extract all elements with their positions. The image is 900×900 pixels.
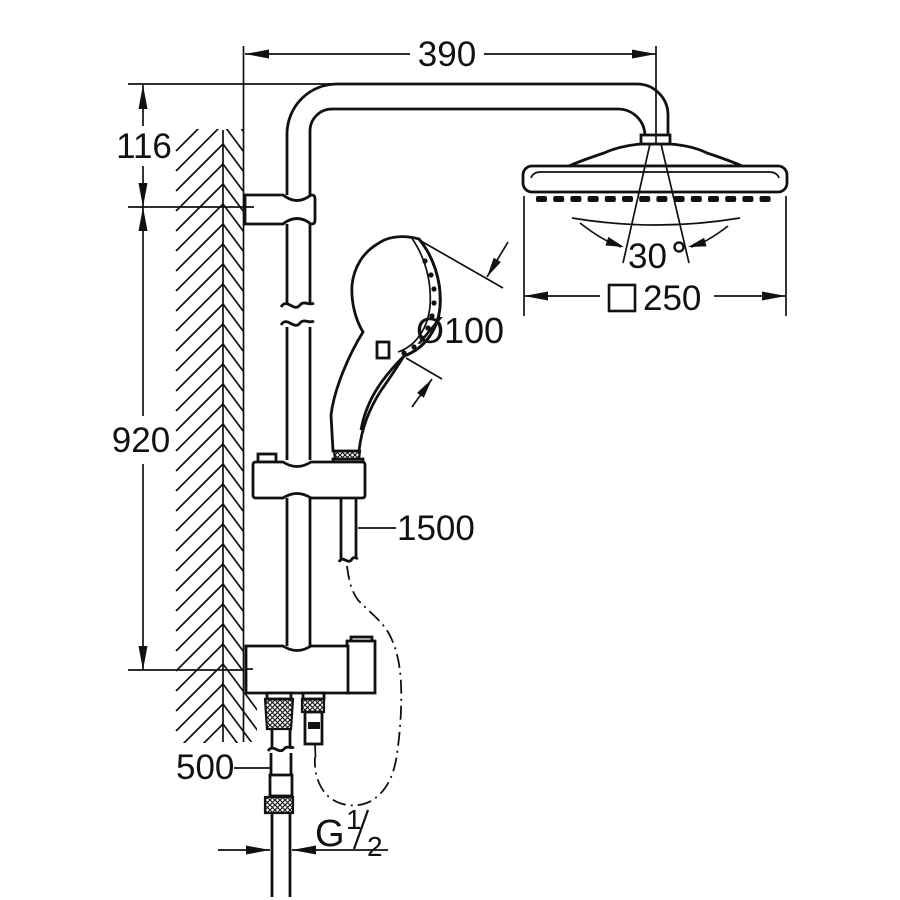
hand-shower-handle-edge xyxy=(359,355,405,431)
degree-symbol xyxy=(673,241,685,253)
ext-line-face-bottom xyxy=(405,357,443,380)
rail-slider xyxy=(251,452,367,500)
spray-face-arc xyxy=(571,217,741,226)
dim-920-value: 920 xyxy=(112,421,170,460)
hose-break xyxy=(337,556,359,563)
dimension-250: 250 xyxy=(523,196,787,318)
dim-d100-value: Ø100 xyxy=(416,310,504,351)
right-outlet-marker xyxy=(308,722,320,729)
hand-shower xyxy=(329,235,442,471)
thread-numerator: 1 xyxy=(346,804,362,835)
dimension-500: 500 xyxy=(176,748,270,787)
valve-body xyxy=(244,644,350,695)
dim-1500-value: 1500 xyxy=(397,509,475,548)
rail-wall-bracket xyxy=(243,193,317,226)
head-shower-nozzles xyxy=(536,196,771,202)
head-shower-rim xyxy=(521,164,789,194)
head-shower xyxy=(521,133,789,226)
hand-shower-button xyxy=(375,340,391,360)
diverter-knob xyxy=(345,639,377,695)
hand-shower-face-edge xyxy=(403,238,442,358)
head-shower-dome xyxy=(568,142,743,168)
dim-30-value: 30 xyxy=(628,237,667,276)
angle-line-left xyxy=(622,143,651,264)
supply-connections xyxy=(263,691,326,746)
hose-nut xyxy=(263,795,295,815)
dimension-1500: 1500 xyxy=(358,509,475,548)
dim-250-value: 250 xyxy=(643,279,701,318)
thread-denominator: 2 xyxy=(367,831,383,862)
hose-cord xyxy=(314,743,317,758)
dimension-30deg: 30 xyxy=(579,143,729,276)
dimension-thread-g12: G 1 2 xyxy=(218,804,388,862)
supply-hose xyxy=(263,729,295,897)
diverter-valve xyxy=(244,635,377,695)
hand-shower-nozzle-band xyxy=(401,258,437,356)
rail-break-upper xyxy=(279,301,315,309)
wall-section xyxy=(175,46,257,743)
left-union-nut xyxy=(263,697,295,731)
hand-shower-faceplate-line xyxy=(397,236,432,353)
wall-hatch-left xyxy=(175,129,223,743)
supply-hose-break xyxy=(266,745,295,753)
dim-390-value: 390 xyxy=(418,35,476,74)
shower-hose xyxy=(314,498,403,807)
arm-inner-edge xyxy=(308,107,647,195)
slider-body xyxy=(251,460,367,500)
dimension-920: 920 xyxy=(112,207,253,671)
shower-rail xyxy=(279,224,315,646)
dimension-diameter-100: Ø100 xyxy=(405,240,509,408)
dim-500-value: 500 xyxy=(176,748,234,787)
fraction-slash xyxy=(352,809,370,850)
hose-coupling xyxy=(268,773,294,798)
angle-line-right xyxy=(660,143,690,264)
dimension-390: 390 xyxy=(245,35,657,143)
thread-letter: G xyxy=(315,813,345,855)
right-union-nut xyxy=(300,697,326,714)
ext-line-face-top xyxy=(420,240,504,289)
rim-chamfer-line xyxy=(530,171,780,179)
dim-116-value: 116 xyxy=(116,127,172,166)
rail-break-lower xyxy=(279,319,315,327)
square-symbol xyxy=(607,283,637,313)
